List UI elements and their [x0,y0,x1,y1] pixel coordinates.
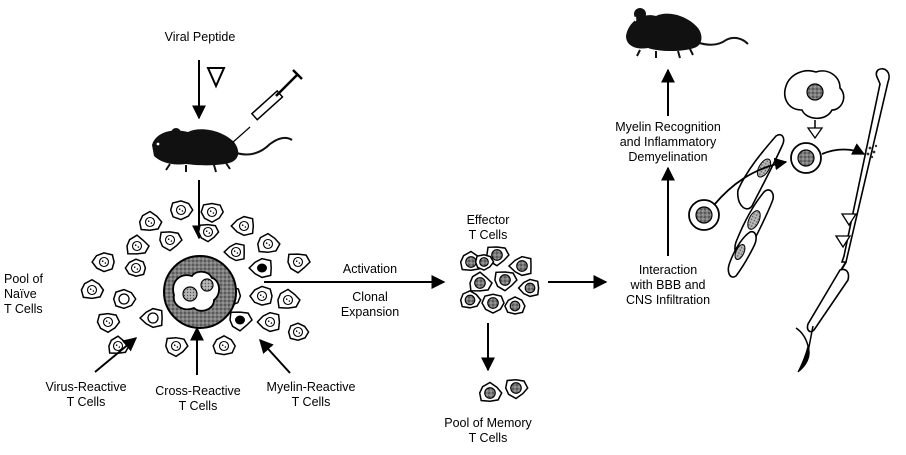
naive-t-cell [287,322,310,341]
naive-t-cell [80,278,105,300]
activated-t-cell [469,271,493,292]
activated-t-cell [478,381,503,402]
virus-reactive-t-cell [139,307,163,329]
label-myelin-reactive: Myelin-Reactive T Cells [266,380,356,409]
label-effector: Effector T Cells [466,213,510,242]
activated-t-cell [504,296,526,315]
naive-t-cell [256,311,281,333]
naive-t-cell-pool [80,200,311,358]
label-virus-reactive: Virus-Reactive T Cells [45,380,127,409]
activated-t-cell [459,289,482,309]
cross-reactive-cluster [163,255,237,329]
syringe-icon [231,69,303,144]
label-viral-peptide: Viral Peptide [164,30,236,44]
naive-t-cell [138,210,163,231]
naive-t-cell [165,336,189,358]
label-clonal-expansion: Clonal Expansion [340,290,400,319]
naive-t-cell [169,200,194,221]
migrating-t-cell [688,199,720,231]
naive-t-cell [223,242,245,262]
naive-t-cell [287,253,311,274]
label-activation: Activation [342,262,398,276]
activated-t-cell [504,379,529,400]
myelin-reactive-t-cell [229,311,253,332]
memory-t-cells [478,379,529,402]
mouse-injected-icon [152,128,293,173]
naive-t-cell [277,288,301,309]
naive-t-cell [197,223,220,243]
activated-t-cell [494,271,518,292]
myelin-reactive-t-cell [248,257,272,279]
naive-t-cell [96,312,121,334]
naive-t-cell [212,335,237,356]
myelinated-axon [795,67,890,373]
naive-t-cell [249,285,273,306]
naive-t-cell [257,232,281,254]
myelin-reactive-pointer [259,338,291,374]
activated-t-cell [507,255,532,277]
naive-t-cell [159,231,183,252]
label-pool-naive: Pool of Naïve T Cells [4,272,43,316]
naive-t-cell [91,252,115,273]
naive-t-cell [200,202,225,224]
activated-t-cell [481,293,505,314]
bbb-endothelium [727,133,785,278]
virus-reactive-t-cell [112,288,137,310]
label-interaction: Interaction with BBB and CNS Infiltratio… [625,263,711,307]
naive-t-cell [230,215,255,237]
naive-t-cell [126,234,150,255]
activated-t-cell [474,254,495,271]
label-myelin-recognition: Myelin Recognition and Inflammatory Demy… [615,120,721,164]
antigen-presenting-cell [784,70,845,140]
attack-arrow [821,143,866,155]
virus-reactive-pointer [94,337,138,373]
naive-t-cell [124,258,147,277]
label-cross-reactive: Cross-Reactive T Cells [155,384,241,413]
cns-t-cell [790,142,822,174]
naive-t-cell [108,335,130,354]
migration-arrow [713,157,788,206]
activated-t-cell [517,278,540,298]
diseased-mouse-icon [626,8,749,59]
peptide-triangle-icon [206,67,226,89]
effector-t-cell-cluster [459,246,540,315]
label-memory: Pool of Memory T Cells [444,416,532,445]
